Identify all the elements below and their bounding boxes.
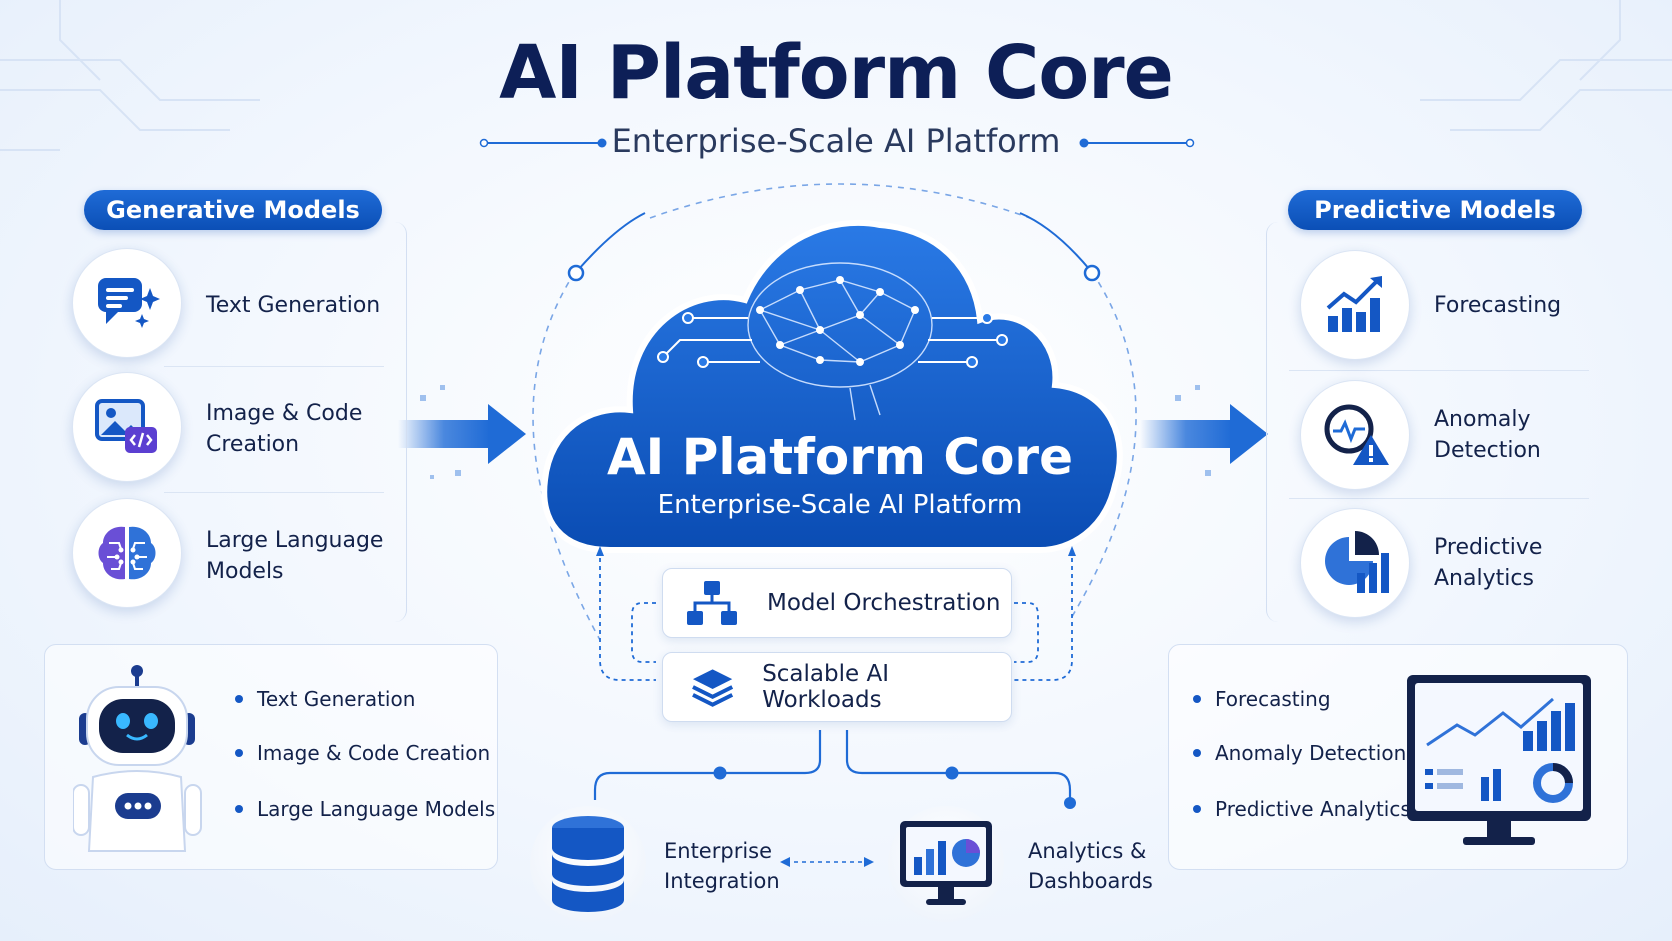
row-divider xyxy=(164,366,384,367)
orbit-node-right xyxy=(1083,264,1101,282)
generative-summary-panel: Text Generation Image & Code Creation La… xyxy=(44,644,498,870)
circuit-traces-right xyxy=(1420,0,1672,131)
page-subtitle: Enterprise-Scale AI Platform xyxy=(611,122,1061,160)
image-code-icon xyxy=(95,399,157,453)
enterprise-integration-label: Enterprise Integration xyxy=(664,839,780,893)
monitor-chart-icon xyxy=(900,821,992,905)
bottom-connectors xyxy=(593,730,1072,800)
analytics-dashboards-label: Analytics & Dashboards xyxy=(1028,839,1153,893)
growth-chart-icon xyxy=(1326,276,1382,332)
list-item: Anomaly Detection xyxy=(1193,741,1406,765)
orbit-top xyxy=(649,183,1031,219)
hierarchy-icon xyxy=(687,581,737,625)
list-item: Predictive Analytics xyxy=(1193,797,1411,821)
enterprise-integration-node xyxy=(530,806,646,922)
predictive-item-label: Forecasting xyxy=(1434,293,1562,318)
arrow-into-core xyxy=(398,385,526,479)
predictive-panel-frame xyxy=(1266,222,1609,622)
pie-bar-icon xyxy=(1325,531,1389,593)
generative-item-label: Large Language Models xyxy=(206,528,384,584)
generative-item-label: Image & Code Creation xyxy=(206,401,363,457)
predictive-item-label: Anomaly Detection xyxy=(1434,407,1541,463)
bottom-connector-dots xyxy=(713,766,1076,809)
orbit-accent-right xyxy=(1019,212,1091,271)
circuit-traces-left xyxy=(0,0,260,151)
integration-link xyxy=(780,857,874,867)
list-item: Forecasting xyxy=(1193,687,1331,711)
predictive-models-heading: Predictive Models xyxy=(1288,190,1582,230)
predictive-item-icon-circle xyxy=(1300,508,1410,618)
generative-item-icon-circle xyxy=(72,248,182,358)
arrow-out-core xyxy=(1140,385,1268,476)
service-connectors xyxy=(599,550,1073,681)
brain-circuit-icon xyxy=(98,526,156,580)
dashboard-monitor-icon xyxy=(1407,675,1591,845)
robot-icon xyxy=(73,665,202,852)
predictive-item-icon-circle xyxy=(1300,380,1410,490)
anomaly-warning-icon xyxy=(1324,404,1389,465)
service-box-model-orchestration: Model Orchestration xyxy=(662,568,1012,638)
row-divider xyxy=(164,492,384,493)
row-divider xyxy=(1289,370,1589,371)
subtitle-ornament-left xyxy=(479,138,607,148)
analytics-dashboards-node xyxy=(888,806,1004,922)
core-cloud xyxy=(541,219,1123,553)
list-item: Image & Code Creation xyxy=(235,741,490,765)
database-icon xyxy=(552,816,624,912)
list-item: Large Language Models xyxy=(235,797,495,821)
layers-icon xyxy=(692,669,734,707)
chat-sparkle-icon xyxy=(98,278,160,328)
generative-item-icon-circle xyxy=(72,498,182,608)
generative-panel-frame xyxy=(64,222,407,622)
orbit-accent-left xyxy=(577,212,646,271)
predictive-item-icon-circle xyxy=(1300,250,1410,360)
orbit-right xyxy=(1069,271,1137,621)
subtitle-ornament-right xyxy=(1079,138,1195,148)
predictive-item-label: Predictive Analytics xyxy=(1434,535,1543,591)
service-box-scalable-workloads: Scalable AI Workloads xyxy=(662,652,1012,722)
row-divider xyxy=(1289,498,1589,499)
list-item: Text Generation xyxy=(235,687,415,711)
core-title: AI Platform Core xyxy=(606,428,1073,486)
generative-item-icon-circle xyxy=(72,372,182,482)
core-subtitle: Enterprise-Scale AI Platform xyxy=(657,490,1023,520)
orbit-node-left xyxy=(567,264,585,282)
generative-item-label: Text Generation xyxy=(206,293,381,318)
page-title: AI Platform Core xyxy=(499,30,1174,116)
generative-models-heading: Generative Models xyxy=(84,190,382,230)
predictive-summary-panel: Forecasting Anomaly Detection Predictive… xyxy=(1168,644,1628,870)
